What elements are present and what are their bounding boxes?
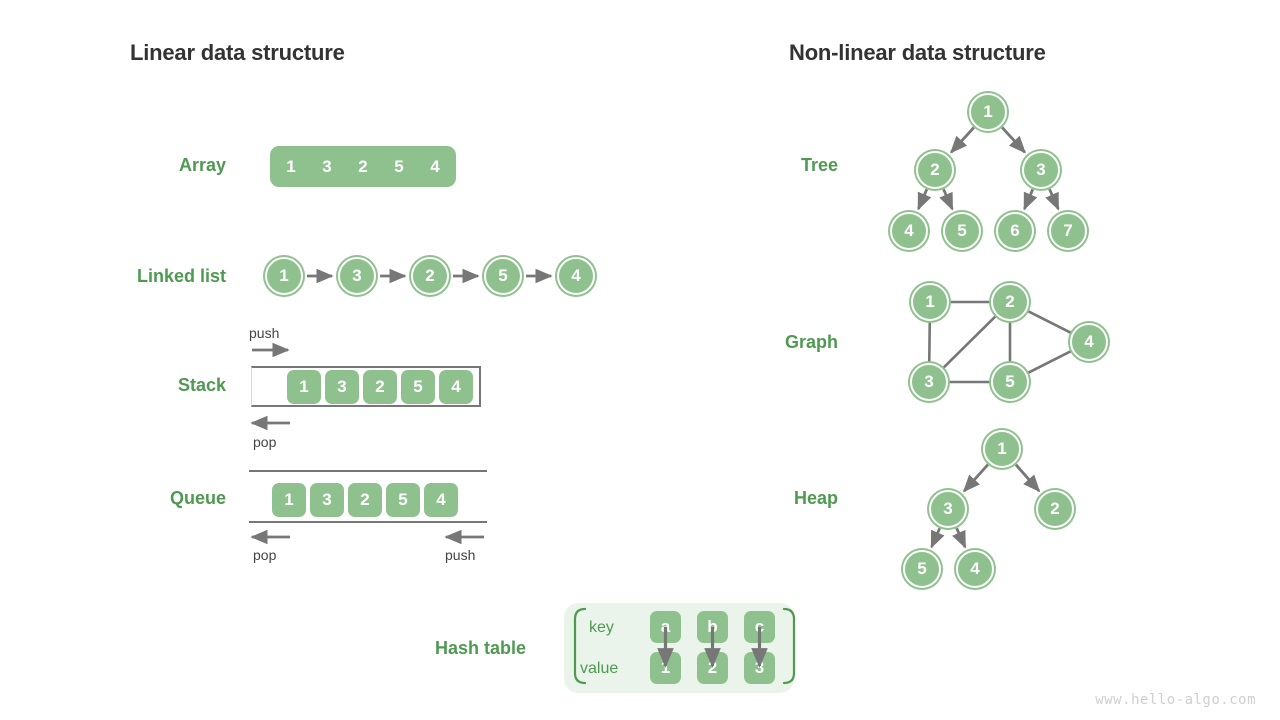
hash-key-cell-2: c: [744, 611, 775, 643]
queue-cell-2: 2: [348, 483, 382, 517]
array-cell-4: 4: [418, 149, 452, 184]
graph-label: Graph: [784, 332, 838, 352]
array-cell-0: 1: [274, 149, 308, 184]
heap-label: Heap: [793, 488, 838, 508]
watermark: www.hello-algo.com: [1095, 692, 1256, 708]
stack-pop-label: pop: [253, 434, 277, 450]
graph-node-2: 3: [910, 363, 948, 401]
stack-cell-3: 5: [401, 369, 435, 404]
graph-node-0: 1: [911, 283, 949, 321]
linked-list-node-3: 5: [484, 257, 522, 295]
hash-table-label: Hash table: [434, 638, 526, 658]
tree-edge-3: [939, 188, 954, 211]
array-label: Array: [178, 155, 226, 175]
stack-label: Stack: [177, 375, 226, 395]
tree-edge-5: [1045, 188, 1060, 211]
queue-rail-bottom: [249, 521, 487, 523]
right-column-title: Non-linear data structure: [789, 40, 1046, 65]
queue-cell-3: 5: [386, 483, 420, 517]
hash-value-label: value: [580, 660, 619, 677]
hash-value-cell-1: 2: [697, 652, 728, 684]
hash-key-cell-0: a: [650, 611, 681, 643]
tree-node-5: 6: [996, 212, 1034, 250]
heap-node-1: 3: [929, 490, 967, 528]
hash-value-cell-2: 3: [744, 652, 775, 684]
graph-edge-6: [1026, 349, 1073, 375]
queue-cell-1: 3: [310, 483, 344, 517]
tree-edge-1: [1001, 126, 1026, 154]
tree-edge-2: [917, 188, 932, 211]
left-column-title: Linear data structure: [130, 40, 345, 65]
array-cell-3: 5: [382, 149, 416, 184]
graph-node-4: 5: [991, 363, 1029, 401]
linked-list-node-0: 1: [265, 257, 303, 295]
hash-key-label: key: [589, 619, 614, 636]
graph-edge-1: [927, 320, 932, 364]
tree-node-2: 3: [1022, 151, 1060, 189]
heap-edge-0: [962, 463, 989, 493]
stack-push-label: push: [249, 325, 280, 341]
stack-cell-1: 3: [325, 369, 359, 404]
graph-edge-4: [1026, 309, 1073, 335]
tree-node-0: 1: [969, 93, 1007, 131]
stack-cell-4: 4: [439, 369, 473, 404]
graph-edge-2: [941, 314, 998, 370]
heap-edge-1: [1014, 463, 1041, 493]
heap-node-3: 5: [903, 550, 941, 588]
linked-list-node-1: 3: [338, 257, 376, 295]
heap-edge-3: [952, 527, 967, 549]
tree-edge-0: [950, 126, 975, 154]
heap-node-4: 4: [956, 550, 994, 588]
queue-push-label: push: [445, 547, 476, 563]
queue-pop-label: pop: [253, 547, 277, 563]
stack-cell-0: 1: [287, 369, 321, 404]
hash-value-cell-0: 1: [650, 652, 681, 684]
tree-node-3: 4: [890, 212, 928, 250]
tree-node-4: 5: [943, 212, 981, 250]
linked-list-node-4: 4: [557, 257, 595, 295]
tree-node-6: 7: [1049, 212, 1087, 250]
queue-cell-4: 4: [424, 483, 458, 517]
heap-edge-2: [930, 527, 945, 549]
tree-node-1: 2: [916, 151, 954, 189]
heap-node-2: 2: [1036, 490, 1074, 528]
graph-node-1: 2: [991, 283, 1029, 321]
linked-list-label: Linked list: [136, 266, 226, 286]
stack-cell-2: 2: [363, 369, 397, 404]
linked-list-node-2: 2: [411, 257, 449, 295]
graph-node-3: 4: [1070, 323, 1108, 361]
queue-cell-0: 1: [272, 483, 306, 517]
queue-rail-top: [249, 470, 487, 472]
array-cell-2: 2: [346, 149, 380, 184]
heap-node-0: 1: [983, 430, 1021, 468]
hash-key-cell-1: b: [697, 611, 728, 643]
tree-label: Tree: [800, 155, 838, 175]
array-cell-1: 3: [310, 149, 344, 184]
tree-edge-4: [1023, 188, 1038, 211]
queue-label: Queue: [169, 488, 226, 508]
